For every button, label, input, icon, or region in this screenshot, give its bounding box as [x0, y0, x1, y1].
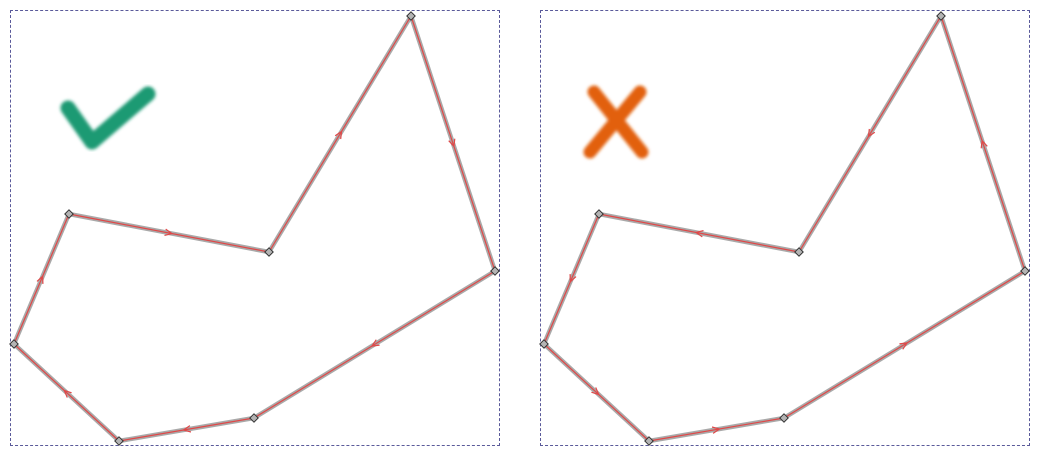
path-node[interactable]	[594, 209, 604, 219]
path-node[interactable]	[9, 339, 19, 349]
path-counter-clockwise	[539, 11, 1030, 446]
path-node[interactable]	[114, 436, 124, 446]
path-outline	[11, 13, 498, 444]
path-node[interactable]	[936, 11, 946, 21]
direction-arrow	[63, 389, 72, 398]
check-mark-icon	[60, 86, 156, 150]
path-node[interactable]	[406, 11, 416, 21]
path-node[interactable]	[539, 339, 549, 349]
x-mark-icon	[583, 85, 649, 159]
direction-arrow	[164, 228, 174, 236]
path-node[interactable]	[644, 436, 654, 446]
direction-arrow	[334, 130, 343, 140]
direction-arrow	[370, 339, 380, 347]
direction-arrow	[182, 425, 192, 433]
direction-arrow	[36, 274, 44, 284]
path-node[interactable]	[779, 413, 789, 423]
direction-arrow	[899, 342, 909, 350]
path-node[interactable]	[794, 247, 804, 257]
path-clockwise	[9, 11, 500, 446]
path-node[interactable]	[264, 247, 274, 257]
direction-arrow	[867, 128, 876, 138]
path-node[interactable]	[249, 413, 259, 423]
path-node[interactable]	[64, 209, 74, 219]
path-node[interactable]	[490, 266, 500, 276]
direction-arrow	[694, 230, 704, 238]
path-line	[13, 15, 496, 442]
path-line	[543, 15, 1026, 442]
bounding-box-right	[540, 10, 1030, 446]
direction-arrow	[448, 138, 456, 148]
path-outline	[541, 13, 1028, 444]
direction-arrow	[711, 426, 721, 434]
direction-arrow	[980, 139, 988, 149]
path-node[interactable]	[1020, 266, 1030, 276]
direction-arrow	[591, 387, 600, 396]
bounding-box-left	[10, 10, 500, 446]
direction-arrow	[569, 274, 577, 284]
